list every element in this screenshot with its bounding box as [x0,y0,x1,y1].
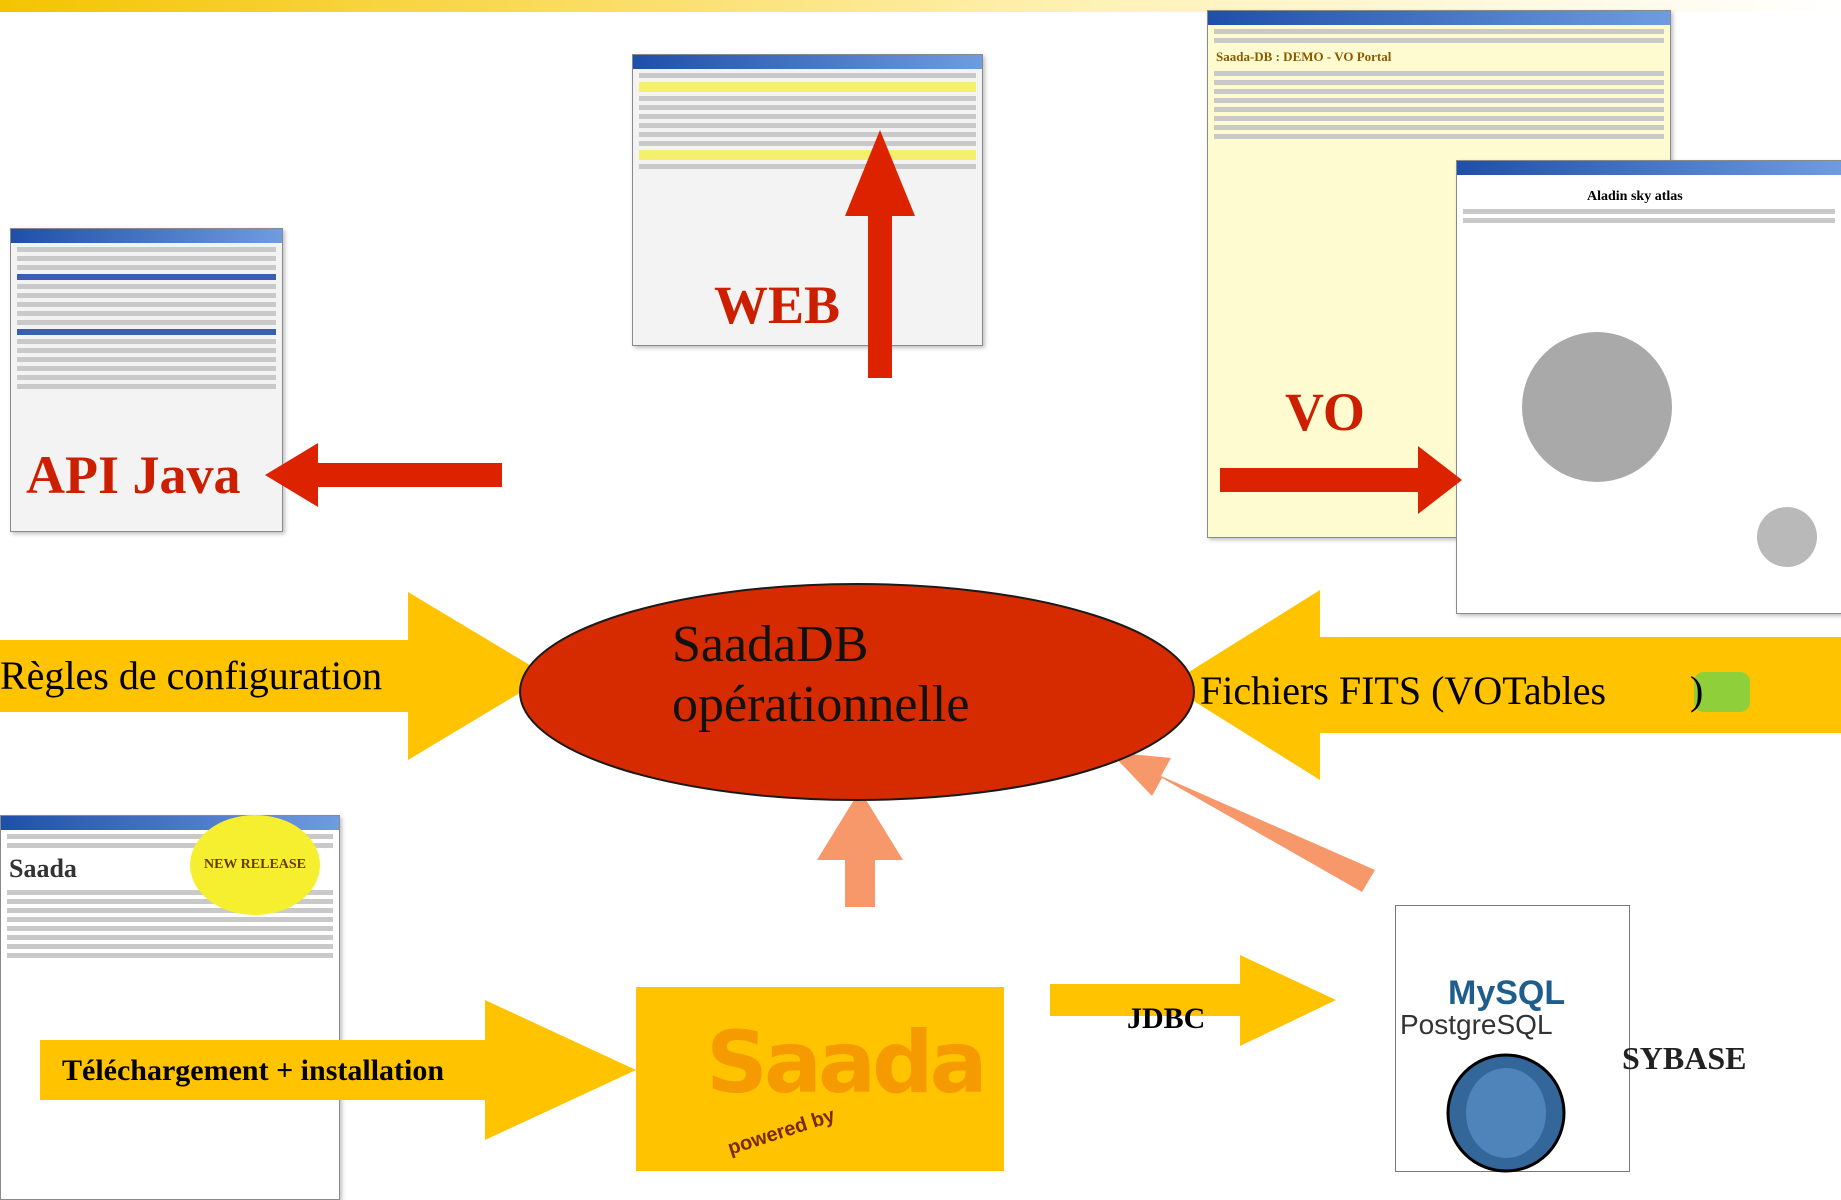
fits-files-prefix: Fichiers FITS (VOTables [1200,668,1607,713]
fits-files-label: Fichiers FITS (VOTables ) [1200,667,1703,714]
sybase-logo: SYBASE [1622,1040,1747,1076]
mysql-logo: MySQL [1448,974,1566,1012]
vo-label: VO [1285,382,1365,442]
download-arrow [40,1000,636,1140]
votable-icon [1694,672,1750,712]
new-release-badge: NEW RELEASE [190,815,320,915]
postgres-elephant-icon [1446,1053,1566,1173]
saada-logo-box: Saada powered by [636,987,1004,1171]
web-arrow [845,130,915,378]
right-fits-arrow [1168,590,1841,780]
website-logo: Saada [9,854,77,883]
postgresql-logo: PostgreSQL [1400,1009,1553,1040]
center-line2: opérationnelle [672,676,970,733]
api-java-label: API Java [26,445,241,505]
web-interface-screenshot [632,54,983,346]
saada-logo: Saada [706,1013,988,1113]
saadadb-ellipse [519,583,1195,801]
web-label: WEB [714,275,841,335]
jdbc-label: JDBC [1127,1002,1206,1035]
center-line1: SaadaDB [672,616,869,673]
aladin-title: Aladin sky atlas [1587,189,1683,204]
db-up-arrow [1110,752,1375,892]
api-java-arrow [265,443,502,507]
new-release-text: NEW RELEASE [203,857,307,872]
vo-arrow [1220,446,1462,514]
jdbc-arrow [1050,955,1336,1046]
aladin-sky-atlas-screenshot: Aladin sky atlas [1456,160,1841,614]
fits-files-suffix: ) [1690,668,1704,713]
saada-up-arrow [817,790,903,907]
config-rules-label: Règles de configuration [0,653,383,698]
sky-image [1522,332,1817,567]
java-api-screenshot [10,228,283,532]
top-gradient-bar [0,0,1841,12]
vo-portal-title: Saada-DB : DEMO - VO Portal [1216,49,1392,64]
database-logos-box: MySQL PostgreSQL [1395,905,1630,1173]
left-config-arrow [0,592,548,760]
center-label: SaadaDB opérationnelle [672,615,1032,735]
download-install-label: Téléchargement + installation [62,1054,445,1087]
